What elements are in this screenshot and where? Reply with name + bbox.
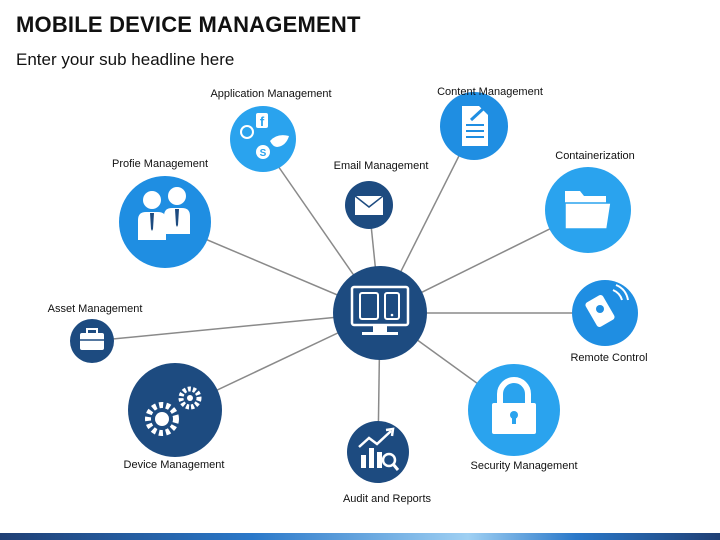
social-apps-icon: f S <box>230 106 296 172</box>
envelope-icon <box>345 181 393 229</box>
hub-device-icon <box>333 266 427 360</box>
svg-text:S: S <box>260 148 267 159</box>
asset-management-label: Asset Management <box>47 303 143 315</box>
padlock-icon <box>468 364 560 456</box>
containerization-label: Containerization <box>555 150 635 162</box>
remote-control-icon <box>572 280 638 346</box>
connector-asset <box>91 312 381 342</box>
folder-icon <box>545 167 631 253</box>
svg-text:f: f <box>260 114 265 129</box>
footer-bar <box>0 533 720 540</box>
document-edit-icon <box>440 92 508 160</box>
users-icon <box>119 176 211 268</box>
page-subtitle: Enter your sub headline here <box>16 50 235 69</box>
profile-management-label: Profie Management <box>112 158 208 170</box>
growth-chart-icon <box>347 421 409 483</box>
remote-control-label: Remote Control <box>570 352 648 364</box>
security-management-label: Security Management <box>470 460 578 472</box>
audit-reports-label: Audit and Reports <box>342 493 432 505</box>
content-management-label: Content Management <box>437 86 543 98</box>
email-management-label: Email Management <box>333 160 429 172</box>
application-management-label: Application Management <box>210 88 332 100</box>
gears-icon <box>128 363 222 457</box>
device-management-label: Device Management <box>123 459 225 471</box>
briefcase-icon <box>70 319 114 363</box>
page-title: MOBILE DEVICE MANAGEMENT <box>16 12 361 37</box>
